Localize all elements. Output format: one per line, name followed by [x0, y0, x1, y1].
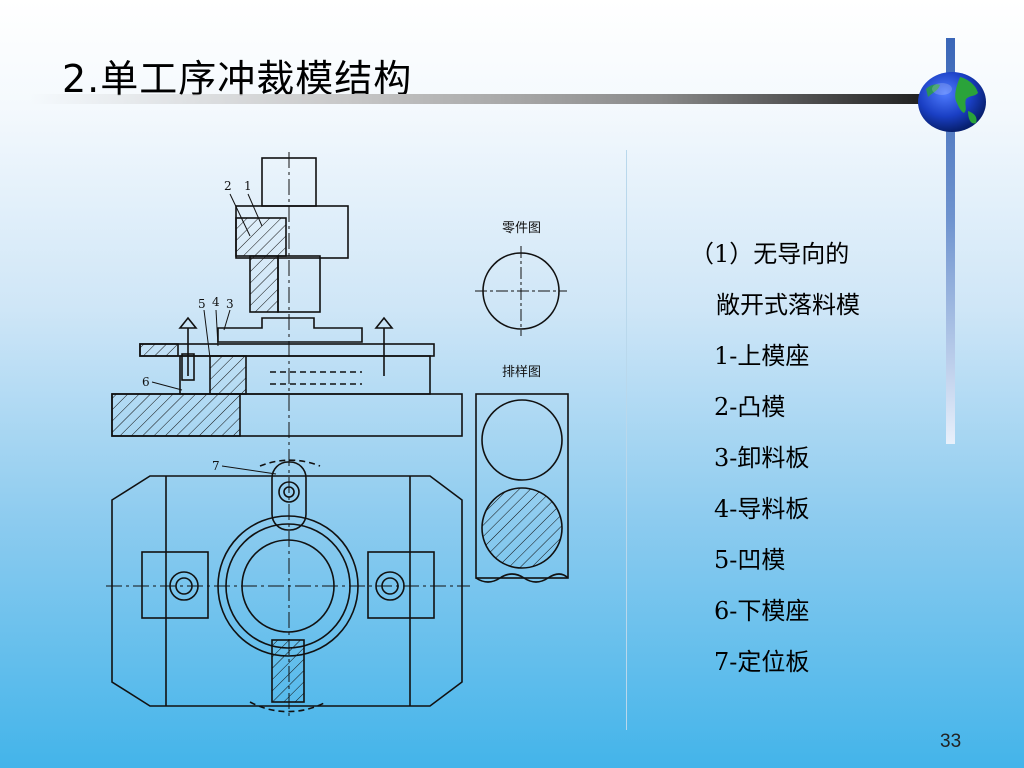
title-underline-bar — [30, 94, 930, 104]
vertical-accent-bar — [946, 38, 955, 444]
legend-item-2: 2-凸模 — [714, 393, 786, 421]
guide-plate-section — [139, 343, 179, 357]
punch — [277, 255, 321, 313]
globe-icon — [918, 72, 986, 132]
bolt-head — [374, 316, 394, 329]
bolt-head — [178, 316, 198, 329]
lower-pin-section — [271, 639, 305, 703]
legend-item-6: 6-下模座 — [714, 597, 810, 625]
legend-list: （1）无导向的 敞开式落料模 1-上模座 2-凸模 3-卸料板 4-导料板 5-… — [690, 236, 860, 695]
blanking-die-drawing: 2 1 5 4 3 6 7 零件图 排样图 — [106, 152, 569, 720]
strip — [475, 393, 569, 579]
legend-item-1: 1-上模座 — [714, 342, 810, 370]
strip-layout-label: 排样图 — [502, 365, 541, 380]
callout-1: 1 — [244, 179, 252, 193]
legend-item-3: 3-卸料板 — [714, 444, 810, 472]
legend-item-5: 5-凹模 — [714, 546, 786, 574]
die-drawing-panel: 2 1 5 4 3 6 7 零件图 排样图 — [100, 150, 627, 730]
part-drawing-label: 零件图 — [502, 221, 541, 236]
callout-6: 6 — [142, 375, 150, 389]
legend-item-4: 4-导料板 — [714, 495, 810, 523]
legend-subheading: 敞开式落料模 — [716, 291, 860, 319]
punch-section — [249, 255, 279, 313]
legend-item-7: 7-定位板 — [714, 648, 810, 676]
callout-7: 7 — [212, 459, 220, 473]
lower-base-section — [111, 393, 241, 437]
callout-4: 4 — [212, 295, 220, 309]
legend-heading: （1）无导向的 — [690, 240, 850, 268]
strip-blank-1 — [481, 399, 563, 481]
callout-2: 2 — [224, 179, 232, 193]
strip-blank-2 — [481, 487, 563, 569]
guide-block-left — [141, 551, 209, 619]
callout-3: 3 — [226, 297, 234, 311]
callout-5: 5 — [198, 297, 206, 311]
page-number: 33 — [940, 731, 962, 752]
die-plan-outline — [111, 475, 463, 707]
die-block-section — [209, 355, 247, 395]
slide-title: 2.单工序冲裁模结构 — [62, 57, 413, 101]
guide-block-right — [367, 551, 435, 619]
stripper-plate — [217, 317, 363, 343]
dowel-pin — [181, 353, 195, 381]
